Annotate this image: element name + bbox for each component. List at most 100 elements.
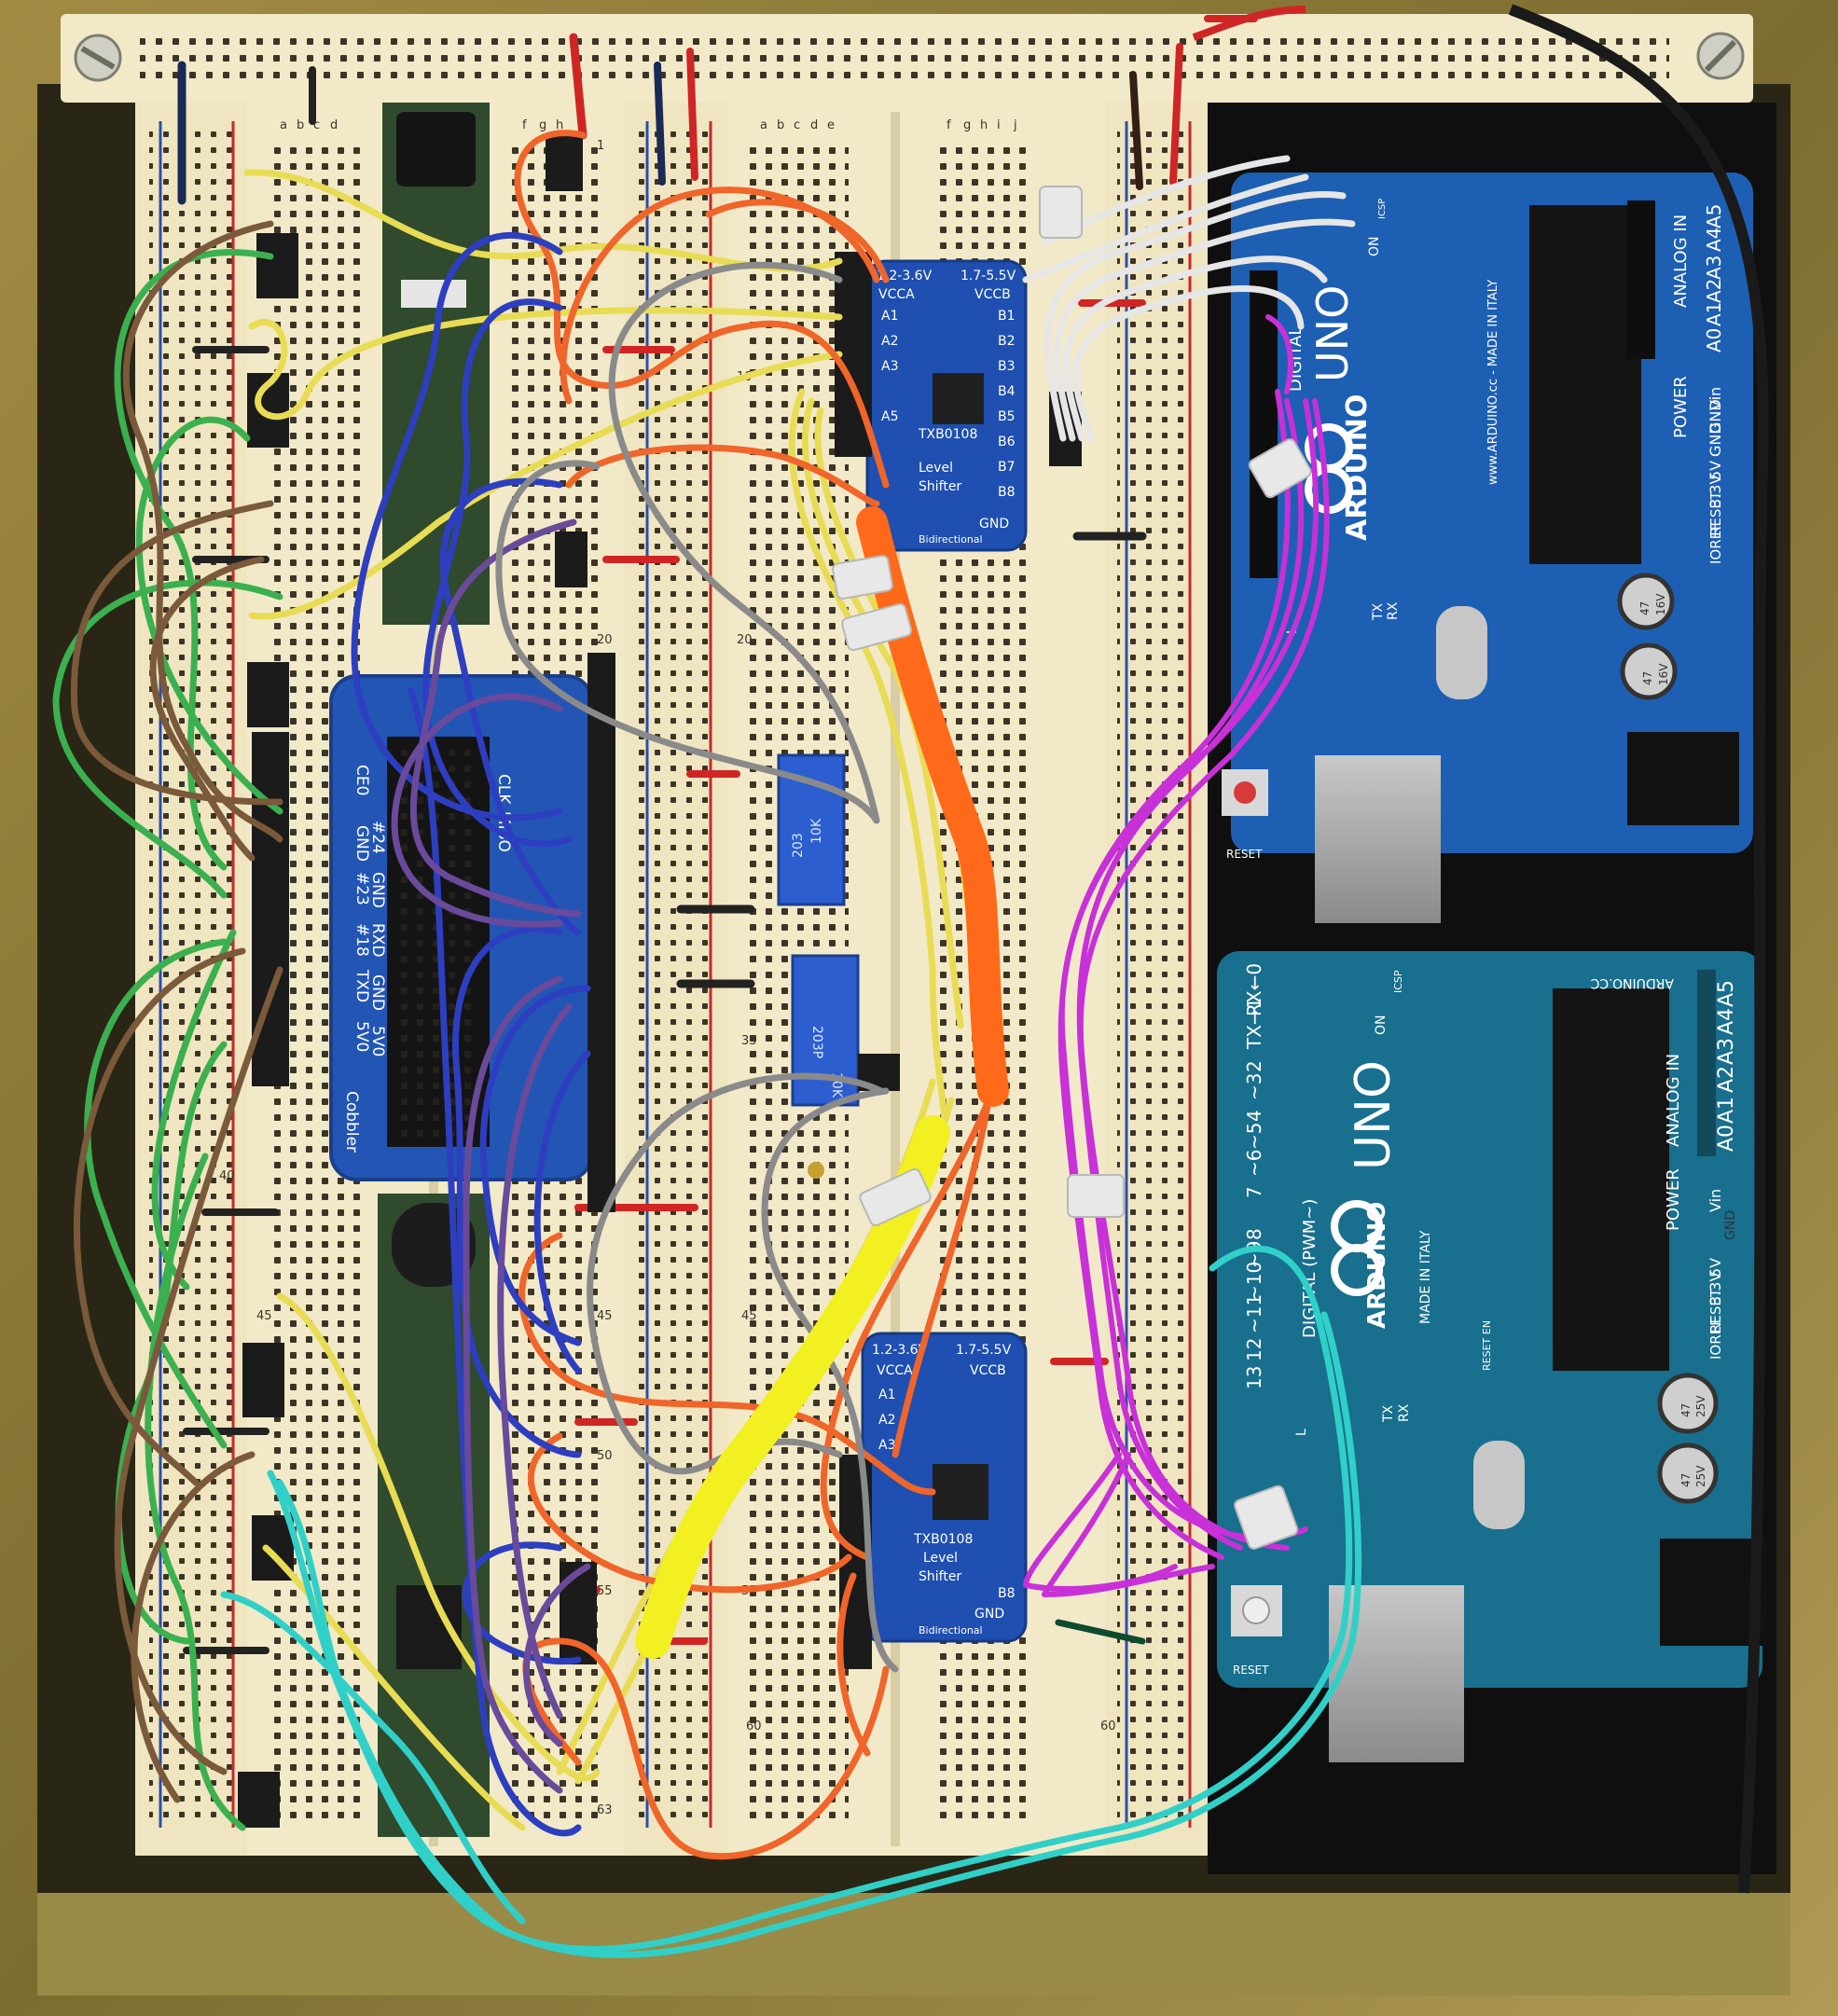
uno-top-a1: A1: [1703, 302, 1725, 326]
uno-top-a2: A2: [1703, 279, 1725, 303]
ls2-b8: B8: [998, 1586, 1016, 1601]
black-power-cable: [1508, 4, 1769, 1894]
uno-top-3v3: 3.3V: [1707, 475, 1724, 508]
cobbler-pin-24: #24: [368, 821, 387, 854]
col-letter-a: a: [280, 118, 287, 132]
trimpot-2-code: 203P: [809, 1026, 824, 1058]
uno-top-site: www.ARDUINO.cc - MADE IN ITALY: [1486, 280, 1500, 485]
uno-bottom-cap-2: [1657, 1443, 1719, 1504]
col-letter-h2: h: [980, 118, 988, 132]
uno-bottom-a1: A1: [1715, 1097, 1738, 1124]
ls1-b1: B1: [998, 309, 1016, 324]
uno-bottom-crystal: [1473, 1441, 1525, 1529]
uno-top-cap-2: [1620, 642, 1678, 700]
uno-bottom-reset-en: RESET EN: [1481, 1320, 1493, 1371]
col-letter-c: c: [313, 118, 320, 132]
jumper-stubs: [177, 15, 1258, 1654]
cobbler-pin-5v0b: 5V0: [368, 1026, 387, 1056]
uno-bottom-reset-pin: RESET: [1707, 1288, 1724, 1333]
row-number-63: 63: [597, 1803, 613, 1817]
uno-top-tx: TX: [1371, 602, 1386, 621]
cobbler-pin-gnd3: GND: [368, 974, 387, 1011]
uno-top-reset-label: RESET: [1226, 848, 1263, 861]
uno-bottom-a5: A5: [1715, 980, 1738, 1007]
uno-bottom-d7: 7: [1243, 1186, 1265, 1198]
ls1-b3: B3: [998, 359, 1016, 374]
uno-bottom-d5: ~5: [1243, 1123, 1265, 1150]
uno-bottom-d8: 8: [1243, 1228, 1265, 1240]
uno-bottom-d13: 13: [1243, 1366, 1265, 1389]
uno-bottom-cap2-volt: 25V: [1694, 1465, 1707, 1487]
ls1-vcca: VCCA: [878, 287, 915, 302]
uno-top-cap1-volt: 16V: [1654, 593, 1667, 615]
row-number-60: 60: [746, 1719, 762, 1733]
uno-top-ioref: IOREF: [1707, 522, 1724, 564]
row-number-45c: 45: [741, 1309, 757, 1323]
uno-top-icsp: ICSP: [1377, 199, 1388, 219]
row-number-20b: 20: [737, 633, 753, 647]
row-number-1: 1: [597, 139, 604, 153]
uno-top-ic: [1529, 205, 1641, 564]
uno-top-on: ON: [1367, 237, 1382, 257]
yellow-heatshrink: [635, 1115, 950, 1659]
col-letter-j2: j: [1013, 118, 1017, 132]
uno-top-brand: ARDUINO: [1341, 394, 1374, 541]
cobbler-pin-gnd: GND: [352, 825, 371, 862]
cobbler-pin-23: #23: [352, 872, 371, 905]
uno-bottom-site: ARDUINO.CC: [1590, 975, 1674, 990]
uno-top-a5: A5: [1703, 204, 1725, 228]
uno-bottom-cap1-val: 47: [1679, 1403, 1693, 1417]
uno-bottom-usb: [1329, 1585, 1464, 1762]
arduino-uno-top: ARDUINO UNO DIGITAL www.ARDUINO.cc - MAD…: [1222, 173, 1753, 923]
uno-bottom-l: L: [1294, 1429, 1309, 1436]
uno-top-reset-pin: RESET: [1707, 490, 1724, 536]
uno-bottom-power-label: POWER: [1664, 1168, 1683, 1231]
level-shifter-2: 1.2-3.6V 1.7-5.5V VCCA VCCB A1 A2 A3 B8 …: [861, 1332, 1028, 1643]
ls2-header-right: 1.7-5.5V: [956, 1343, 1012, 1358]
ls1-a5: A5: [881, 409, 898, 424]
uno-bottom-d4: 4: [1243, 1110, 1265, 1122]
uno-top-rx: RX: [1386, 601, 1401, 620]
ls2-a1: A1: [878, 1388, 895, 1402]
purple-wires: [391, 518, 591, 1794]
uno-bottom-5v: 5V: [1707, 1258, 1724, 1277]
ls1-a3: A3: [881, 359, 898, 374]
col-letter-i2: i: [997, 118, 1001, 132]
uno-top-digital-header: [1250, 270, 1278, 578]
ls1-line3: Shifter: [919, 479, 961, 494]
uno-bottom-tx: TX: [1381, 1404, 1396, 1423]
uno-top-a4: A4: [1703, 228, 1725, 252]
col-letter-f: f: [522, 118, 527, 132]
white-wires: [1022, 155, 1356, 442]
ls1-b2: B2: [998, 334, 1016, 349]
ls1-line2: Level: [919, 461, 953, 476]
ls1-vccb: VCCB: [974, 287, 1011, 302]
uno-bottom-d2: 2: [1243, 1060, 1265, 1072]
cobbler-pin-gnd2: GND: [368, 872, 387, 908]
uno-top-model: UNO: [1307, 285, 1358, 382]
uno-bottom-icsp: ICSP: [1392, 970, 1404, 993]
uno-bottom-d3: ~3: [1243, 1073, 1265, 1100]
cobbler-pin-rxd: RXD: [368, 923, 387, 958]
uno-bottom-a2: A2: [1715, 1066, 1738, 1093]
uno-bottom-cap2-val: 47: [1679, 1473, 1693, 1487]
ls2-vccb: VCCB: [970, 1363, 1006, 1378]
uno-top-a0: A0: [1703, 328, 1725, 352]
uno-bottom-d1: TX→1: [1243, 998, 1265, 1050]
uno-bottom-gnd: GND: [1723, 1210, 1738, 1240]
ls2-line4: Bidirectional: [919, 1624, 983, 1636]
ls2-header-left: 1.2-3.6V: [872, 1343, 928, 1358]
cobbler-pin-txd: TXD: [352, 969, 371, 1002]
row-number-50: 50: [597, 1449, 613, 1463]
uno-top-jack: [1627, 732, 1739, 825]
col-letter-c2: c: [794, 118, 800, 132]
uno-top-5v: 5V: [1707, 461, 1724, 480]
col-letter-h: h: [556, 118, 563, 132]
row-number-40: 40: [219, 1169, 235, 1183]
uno-bottom-made-in: MADE IN ITALY: [1418, 1230, 1433, 1324]
tray-bottom-lip: [37, 1893, 1790, 1995]
trimpot-1-code: 203: [791, 833, 806, 858]
ls1-b7: B7: [998, 460, 1016, 475]
ls1-b8: B8: [998, 485, 1016, 500]
ls2-a3: A3: [878, 1438, 895, 1453]
